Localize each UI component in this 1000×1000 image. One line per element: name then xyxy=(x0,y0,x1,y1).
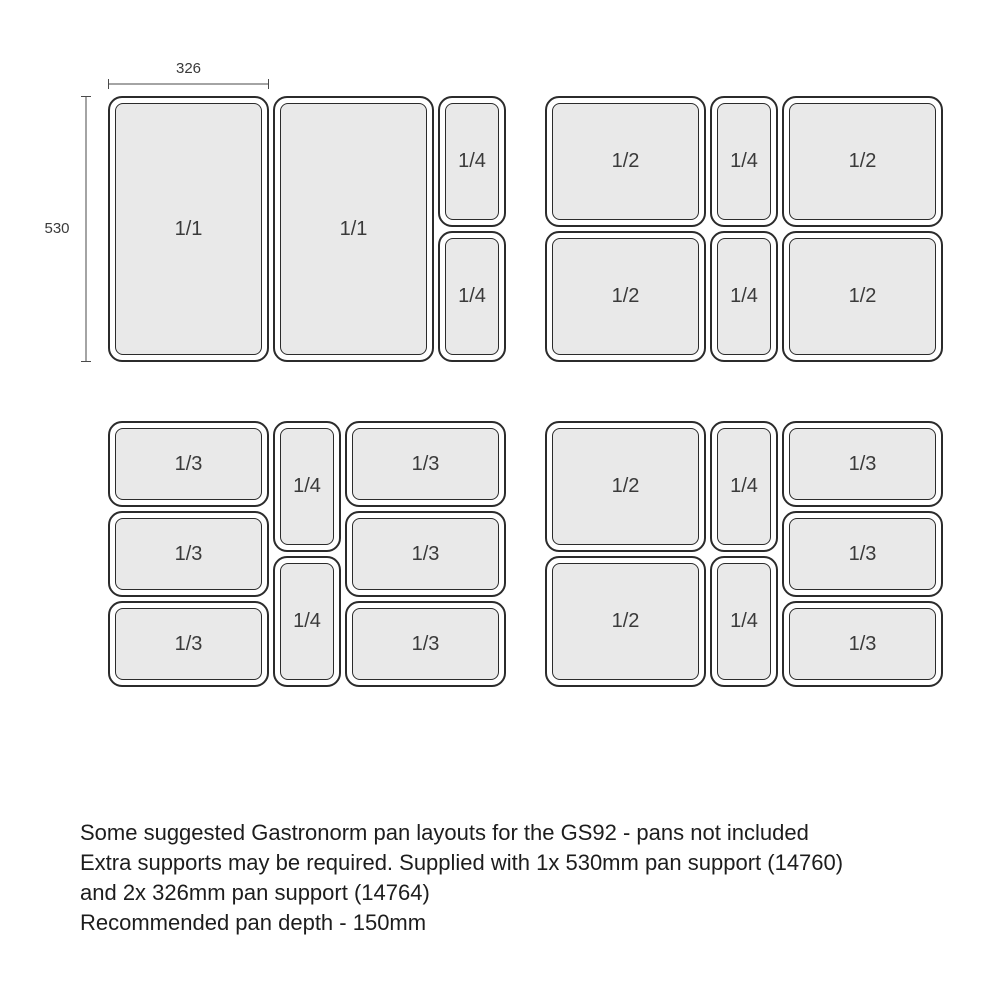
pan-inner: 1/4 xyxy=(445,238,499,355)
pan-1-3: 1/3 xyxy=(345,421,506,507)
pan-inner: 1/2 xyxy=(552,428,699,545)
pan-group-top-right: 1/2 1/2 1/4 1/4 1/2 1/2 xyxy=(545,96,943,362)
pan-inner: 1/2 xyxy=(552,563,699,680)
pan-1-4: 1/4 xyxy=(710,556,778,687)
pan-column: 1/3 1/3 1/3 xyxy=(782,421,943,687)
pan-label: 1/3 xyxy=(848,452,877,475)
pan-label: 1/3 xyxy=(848,542,877,565)
pan-label: 1/3 xyxy=(174,542,203,565)
pan-label: 1/4 xyxy=(730,285,758,307)
pan-column: 1/1 xyxy=(108,96,269,362)
pan-column: 1/4 1/4 xyxy=(710,96,778,362)
description-line: Recommended pan depth - 150mm xyxy=(80,910,427,935)
pan-column: 1/4 1/4 xyxy=(710,421,778,687)
pan-column: 1/3 1/3 1/3 xyxy=(345,421,506,687)
pan-label: 1/4 xyxy=(293,610,321,632)
description-line: Extra supports may be required. Supplied… xyxy=(80,850,844,875)
pan-label: 1/2 xyxy=(848,150,877,172)
pan-label: 1/4 xyxy=(293,475,321,497)
pan-1-4: 1/4 xyxy=(438,231,506,362)
pan-label: 1/2 xyxy=(848,285,877,307)
description-text: Some suggested Gastronorm pan layouts fo… xyxy=(80,818,940,938)
pan-1-3: 1/3 xyxy=(108,421,269,507)
pan-1-3: 1/3 xyxy=(108,601,269,687)
pan-label: 1/3 xyxy=(411,452,440,475)
pan-1-2: 1/2 xyxy=(545,231,706,362)
pan-column: 1/4 1/4 xyxy=(273,421,341,687)
pan-label: 1/4 xyxy=(458,285,486,307)
pan-column: 1/4 1/4 xyxy=(438,96,506,362)
pan-inner: 1/4 xyxy=(280,428,334,545)
pan-1-4: 1/4 xyxy=(438,96,506,227)
description-line: and 2x 326mm pan support (14764) xyxy=(80,880,430,905)
pan-column: 1/2 1/2 xyxy=(782,96,943,362)
pan-label: 1/2 xyxy=(611,150,640,172)
pan-label: 1/2 xyxy=(611,285,640,307)
pan-inner: 1/3 xyxy=(115,518,262,590)
pan-inner: 1/3 xyxy=(789,428,936,500)
pan-column: 1/2 1/2 xyxy=(545,421,706,687)
pan-1-4: 1/4 xyxy=(273,421,341,552)
pan-1-3: 1/3 xyxy=(782,511,943,597)
pan-inner: 1/1 xyxy=(280,103,427,355)
pan-inner: 1/4 xyxy=(280,563,334,680)
pan-1-2: 1/2 xyxy=(782,231,943,362)
pan-1-2: 1/2 xyxy=(545,556,706,687)
pan-column: 1/3 1/3 1/3 xyxy=(108,421,269,687)
pan-inner: 1/4 xyxy=(717,238,771,355)
pan-label: 1/2 xyxy=(611,610,640,632)
width-dimension-label: 326 xyxy=(175,60,202,77)
pan-1-4: 1/4 xyxy=(710,96,778,227)
pan-label: 1/3 xyxy=(411,632,440,655)
pan-inner: 1/2 xyxy=(552,238,699,355)
pan-1-3: 1/3 xyxy=(108,511,269,597)
pan-label: 1/3 xyxy=(174,632,203,655)
pan-label: 1/1 xyxy=(339,217,368,240)
pan-1-3: 1/3 xyxy=(782,421,943,507)
pan-group-top-left: 1/1 1/1 1/4 1/4 xyxy=(108,96,506,362)
pan-inner: 1/3 xyxy=(115,428,262,500)
pan-label: 1/3 xyxy=(411,542,440,565)
pan-column: 1/1 xyxy=(273,96,434,362)
description-line: Some suggested Gastronorm pan layouts fo… xyxy=(80,820,809,845)
pan-group-bottom-left: 1/3 1/3 1/3 1/4 1/4 1/3 1/3 1/3 xyxy=(108,421,506,687)
pan-label: 1/3 xyxy=(848,632,877,655)
pan-1-1: 1/1 xyxy=(273,96,434,362)
pan-label: 1/4 xyxy=(730,475,758,497)
pan-column: 1/2 1/2 xyxy=(545,96,706,362)
pan-inner: 1/2 xyxy=(552,103,699,220)
pan-inner: 1/3 xyxy=(789,518,936,590)
pan-label: 1/4 xyxy=(458,150,486,172)
pan-inner: 1/3 xyxy=(115,608,262,680)
pan-inner: 1/1 xyxy=(115,103,262,355)
pan-inner: 1/4 xyxy=(445,103,499,220)
pan-label: 1/2 xyxy=(611,475,640,497)
pan-inner: 1/4 xyxy=(717,563,771,680)
pan-label: 1/3 xyxy=(174,452,203,475)
pan-1-3: 1/3 xyxy=(345,511,506,597)
pan-1-4: 1/4 xyxy=(710,421,778,552)
pan-1-2: 1/2 xyxy=(782,96,943,227)
pan-inner: 1/3 xyxy=(352,428,499,500)
pan-inner: 1/2 xyxy=(789,238,936,355)
pan-1-1: 1/1 xyxy=(108,96,269,362)
pan-1-2: 1/2 xyxy=(545,96,706,227)
pan-inner: 1/3 xyxy=(352,608,499,680)
pan-inner: 1/3 xyxy=(789,608,936,680)
pan-1-4: 1/4 xyxy=(273,556,341,687)
pan-label: 1/4 xyxy=(730,610,758,632)
height-dimension-label: 530 xyxy=(44,220,70,237)
pan-1-3: 1/3 xyxy=(345,601,506,687)
pan-inner: 1/2 xyxy=(789,103,936,220)
pan-inner: 1/3 xyxy=(352,518,499,590)
pan-1-3: 1/3 xyxy=(782,601,943,687)
pan-1-2: 1/2 xyxy=(545,421,706,552)
pan-label: 1/1 xyxy=(174,217,203,240)
pan-1-4: 1/4 xyxy=(710,231,778,362)
pan-inner: 1/4 xyxy=(717,103,771,220)
pan-group-bottom-right: 1/2 1/2 1/4 1/4 1/3 1/3 1/3 xyxy=(545,421,943,687)
pan-label: 1/4 xyxy=(730,150,758,172)
pan-inner: 1/4 xyxy=(717,428,771,545)
